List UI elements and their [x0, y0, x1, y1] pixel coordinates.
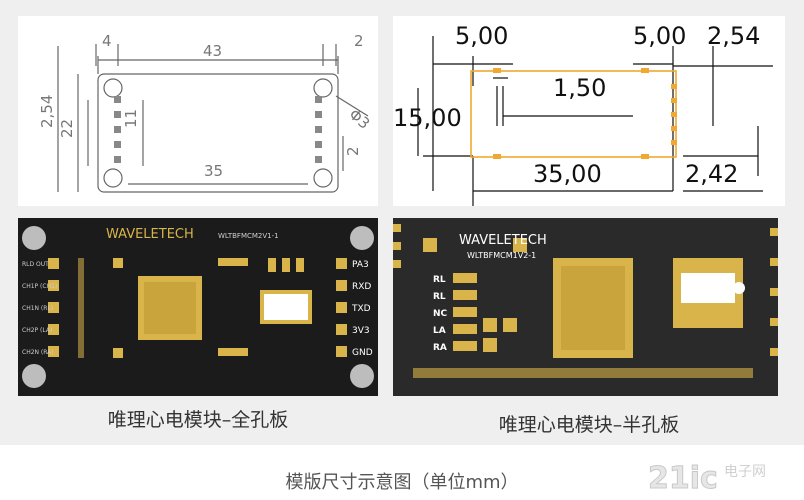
- half-pin-5: RA: [433, 343, 447, 353]
- dim-left-height-r: 15,00: [393, 104, 462, 132]
- model-full: WLTBFMCM2V1-1: [218, 232, 279, 240]
- caption-full-hole: 唯理心电模块–全孔板: [107, 409, 289, 431]
- caption-half-hole: 唯理心电模块–半孔板: [498, 414, 680, 436]
- dim-inner-height: 11: [122, 109, 140, 128]
- pcb-half-hole-image: WAVELETECH WLTBFMCM1V2-1 RL RL NC LA RA: [393, 218, 778, 396]
- pcb-full-hole-board: RLD OUT CH1P (CH1) CH1N (RL) CH2P (LA) C…: [18, 218, 378, 396]
- half-pin-2: RL: [433, 292, 446, 302]
- logo-sub: 电子网: [724, 464, 766, 480]
- left-pin-1: RLD OUT: [22, 261, 49, 268]
- dim-left-pitch: 2,54: [38, 95, 56, 128]
- figure-title: 模版尺寸示意图（单位mm）: [285, 472, 519, 493]
- half-pin-1: RL: [433, 275, 446, 285]
- right-pin-1: PA3: [352, 260, 369, 270]
- site-logo: 21ic 电子网: [646, 458, 786, 497]
- pcb-half-hole-board: WAVELETECH WLTBFMCM1V2-1 RL RL NC LA RA: [393, 218, 778, 396]
- right-pin-3: TXD: [351, 304, 371, 314]
- dimension-drawing-left: 43 4 2 2,54 22 11 35 2 Φ3: [38, 32, 373, 193]
- left-pin-4: CH2P (LA): [22, 327, 52, 334]
- half-pin-4: LA: [433, 326, 446, 336]
- dim-hole: Φ3: [345, 105, 373, 133]
- dim-top-right: 2: [354, 32, 364, 50]
- brand-half: WAVELETECH: [459, 233, 547, 248]
- brand-full: WAVELETECH: [106, 227, 194, 242]
- dim-top-left: 4: [102, 32, 112, 50]
- logo-main: 21ic: [648, 461, 718, 494]
- left-pin-2: CH1P (CH1): [22, 283, 57, 290]
- dim-far-right-r: 2,54: [707, 22, 760, 50]
- dim-bottom-width-r: 35,00: [533, 160, 602, 188]
- left-pin-5: CH2N (RA): [22, 349, 54, 356]
- dim-top-total: 43: [203, 42, 222, 60]
- left-pin-3: CH1N (RL): [22, 305, 53, 312]
- right-pin-2: RXD: [352, 282, 371, 292]
- dim-inner-r: 1,50: [553, 74, 606, 102]
- dim-bottom-right-r: 2,42: [685, 160, 738, 188]
- model-half: WLTBFMCM1V2-1: [467, 251, 536, 260]
- dim-top-left-r: 5,00: [455, 22, 508, 50]
- dim-bottom-width: 35: [204, 162, 223, 180]
- logo-image: 21ic 电子网: [648, 461, 767, 497]
- drawing-half-hole: 5,00 5,00 2,54 1,50 15,00 35,00 2,42: [393, 16, 785, 211]
- right-pin-4: 3V3: [352, 326, 370, 336]
- half-pin-3: NC: [433, 309, 448, 319]
- drawing-full-hole: 43 4 2 2,54 22 11 35 2 Φ3: [18, 16, 378, 206]
- dimension-drawing-right: 5,00 5,00 2,54 1,50 15,00 35,00 2,42: [393, 22, 773, 211]
- dim-right-small: 2: [344, 146, 362, 156]
- pcb-full-hole-image: RLD OUT CH1P (CH1) CH1N (RL) CH2P (LA) C…: [18, 218, 378, 396]
- dim-top-right-r: 5,00: [633, 22, 686, 50]
- right-pin-5: GND: [352, 348, 373, 358]
- dim-left-height: 22: [58, 119, 76, 138]
